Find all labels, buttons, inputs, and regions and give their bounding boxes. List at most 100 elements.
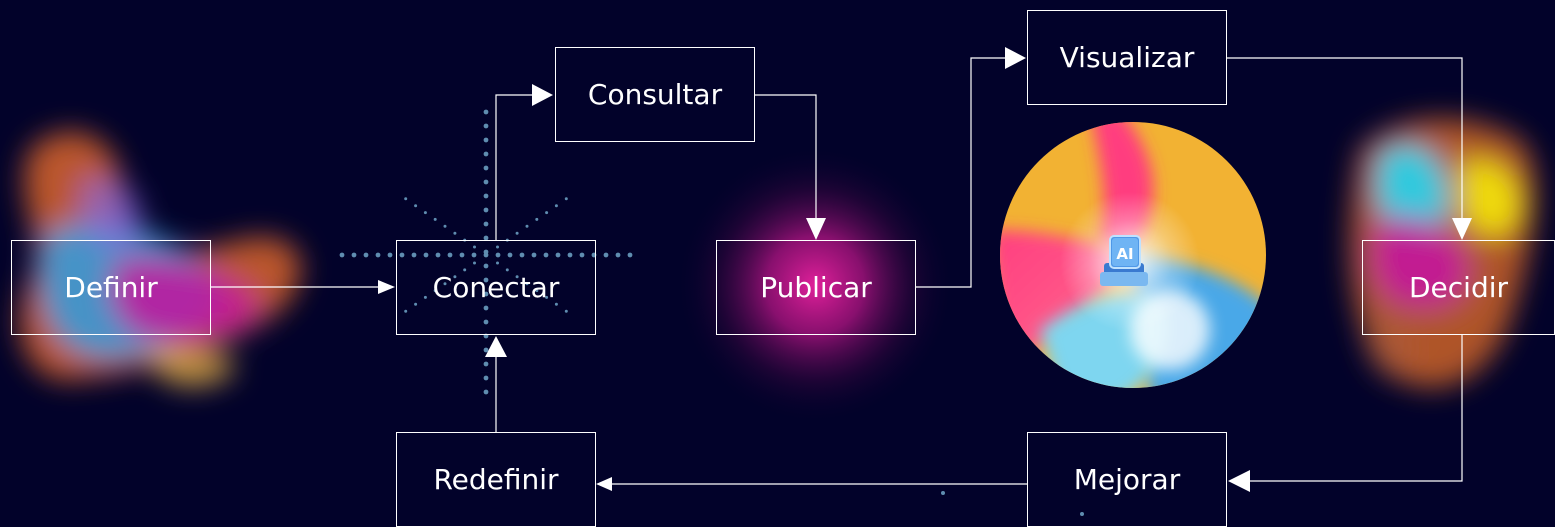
network-dot	[435, 252, 441, 258]
stray-dot	[1080, 512, 1084, 516]
stray-dot	[941, 491, 945, 495]
node-decidir[interactable]: Decidir	[1362, 240, 1555, 335]
network-dot	[423, 252, 429, 258]
dotted-network	[339, 109, 633, 395]
node-visualizar[interactable]: Visualizar	[1027, 10, 1227, 105]
edge-decidir-mejorar	[1248, 335, 1463, 482]
network-dot	[473, 261, 476, 265]
network-dot	[459, 252, 465, 258]
network-dot	[463, 268, 467, 272]
arrowhead-up	[485, 336, 507, 357]
arrowheads	[378, 47, 1472, 492]
arrowhead-left	[1228, 470, 1250, 492]
network-dot	[483, 221, 489, 227]
network-dot	[483, 123, 489, 129]
network-dot	[423, 295, 427, 299]
network-dot	[519, 252, 525, 258]
network-dot	[483, 277, 489, 283]
network-dot	[515, 275, 519, 279]
arrowhead-down	[806, 218, 826, 240]
network-dot	[483, 193, 489, 199]
network-dot	[603, 252, 609, 258]
network-dot	[443, 224, 447, 228]
node-label: Mejorar	[1073, 463, 1181, 496]
network-dot	[495, 252, 501, 258]
network-dot	[453, 231, 457, 235]
network-dot	[483, 361, 489, 367]
network-dot	[471, 252, 477, 258]
network-dot	[399, 252, 405, 258]
ai-badge-text: AI	[1116, 245, 1133, 263]
network-dot	[473, 245, 476, 249]
network-dot	[505, 268, 509, 272]
network-dot	[483, 305, 489, 311]
network-dot	[483, 347, 489, 353]
ai-orb	[1000, 122, 1266, 388]
arrowhead-left	[596, 477, 612, 491]
network-dot	[535, 217, 539, 221]
network-dot	[339, 252, 345, 258]
network-dot	[554, 302, 558, 306]
node-publicar[interactable]: Publicar	[716, 240, 916, 335]
network-dot	[543, 252, 549, 258]
node-conectar[interactable]: Conectar	[396, 240, 596, 335]
node-label: Definir	[64, 271, 158, 304]
network-dot	[496, 245, 499, 249]
network-dot	[483, 389, 489, 395]
node-label: Consultar	[587, 78, 723, 111]
network-dot	[496, 261, 499, 265]
network-dot	[531, 252, 537, 258]
network-dot	[483, 263, 489, 269]
network-dot	[567, 252, 573, 258]
network-dot	[615, 252, 621, 258]
network-dot	[564, 309, 568, 313]
ai-chip-icon	[1100, 235, 1148, 286]
edge-publicar-visualizar	[916, 57, 1010, 288]
node-consultar[interactable]: Consultar	[555, 47, 755, 142]
node-label: Publicar	[760, 271, 872, 304]
node-mejorar[interactable]: Mejorar	[1027, 432, 1227, 527]
edge-consultar-publicar	[755, 94, 817, 220]
connectors	[211, 57, 1463, 485]
network-dot	[483, 151, 489, 157]
network-dot	[483, 109, 489, 115]
network-dot	[404, 197, 408, 201]
network-dot	[453, 275, 457, 279]
network-dot	[564, 197, 568, 201]
network-dot	[525, 224, 529, 228]
magenta-glow	[675, 145, 955, 425]
network-dot	[483, 375, 489, 381]
network-dot	[579, 252, 585, 258]
network-dot	[554, 204, 558, 208]
network-dot	[483, 291, 489, 297]
network-dot	[433, 217, 437, 221]
edge-visualizar-decidir	[1227, 57, 1463, 222]
node-label: Redefinir	[433, 463, 559, 496]
network-dot	[423, 211, 427, 215]
network-dot	[375, 252, 381, 258]
arrowhead-right	[378, 280, 395, 294]
network-dot	[351, 252, 357, 258]
node-label: Decidir	[1408, 271, 1509, 304]
network-dot	[363, 252, 369, 258]
node-label: Conectar	[432, 271, 560, 304]
node-label: Visualizar	[1059, 41, 1195, 74]
network-dot	[483, 165, 489, 171]
network-dot	[545, 295, 549, 299]
network-dot	[483, 319, 489, 325]
network-dot	[535, 289, 539, 293]
network-dot	[545, 211, 549, 215]
network-dot	[443, 282, 447, 286]
network-dot	[483, 249, 489, 255]
network-dot	[525, 282, 529, 286]
node-redefinir[interactable]: Redefinir	[396, 432, 596, 527]
arrowhead-right	[1005, 47, 1026, 69]
node-definir[interactable]: Definir	[11, 240, 211, 335]
network-dot	[411, 252, 417, 258]
network-dot	[483, 207, 489, 213]
network-dot	[433, 289, 437, 293]
edge-conectar-consultar	[495, 94, 535, 240]
arrowhead-right	[532, 84, 553, 106]
arrowhead-down	[1452, 218, 1472, 240]
